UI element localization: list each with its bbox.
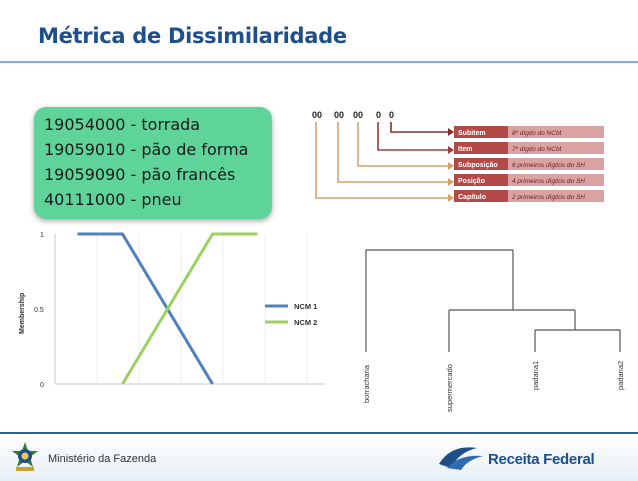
y-tick-1: 1 xyxy=(40,232,44,239)
brand-name: Receita Federal xyxy=(488,451,595,468)
level-name-subitem: Subitem xyxy=(458,130,486,137)
y-axis-label: Membership xyxy=(19,293,26,334)
level-desc-capitulo: 2 primeiros dígitos do SH xyxy=(511,194,585,201)
level-name-item: Item xyxy=(458,146,472,153)
level-name-subposicao: Subposição xyxy=(458,162,498,169)
dendrogram-link-root xyxy=(365,249,514,352)
legend-label-ncm1: NCM 1 xyxy=(294,302,317,311)
footer-bar xyxy=(0,432,638,481)
leaf-padaria2: padaria2 xyxy=(616,361,625,390)
y-tick-0-5: 0.5 xyxy=(34,307,44,314)
ncm-example-2: 19059010 - pão de forma xyxy=(44,140,249,159)
coat-of-arms-logo xyxy=(12,442,38,471)
level-desc-subposicao: 6 primeiros dígitos do SH xyxy=(512,162,585,169)
ncm-structure-diagram: 00 00 00 0 0 Subitem Item Subposição Pos… xyxy=(312,110,604,202)
level-desc-subitem: 8º dígito do NCM xyxy=(512,130,562,137)
leaf-supermercado: supermercado xyxy=(445,364,454,412)
level-name-posicao: Posição xyxy=(458,178,485,185)
digit-group-1: 00 xyxy=(312,110,322,120)
leaf-borracharia: borracharia xyxy=(362,364,371,403)
membership-chart: 0 0.5 1 Membership NCM 1 NCM 2 xyxy=(19,232,325,389)
bracket-posicao xyxy=(337,122,452,183)
ncm-example-3: 19059090 - pão francês xyxy=(44,165,236,184)
bracket-subitem xyxy=(390,122,452,133)
title-divider xyxy=(0,61,638,63)
ncm-example-1: 19054000 - torrada xyxy=(44,115,201,134)
legend-label-ncm2: NCM 2 xyxy=(294,318,317,327)
digit-group-5: 0 xyxy=(389,110,394,120)
dendrogram: borracharia supermercado padaria1 padari… xyxy=(362,249,625,412)
membership-legend: NCM 1 NCM 2 xyxy=(265,302,317,327)
dendrogram-link-padarias xyxy=(534,329,621,352)
receita-federal-logo xyxy=(439,447,483,470)
dendrogram-link-mid xyxy=(448,309,576,352)
leaf-padaria1: padaria1 xyxy=(531,361,540,390)
digit-group-2: 00 xyxy=(334,110,344,120)
level-desc-posicao: 4 primeiros dígitos do SH xyxy=(512,178,585,185)
series-line-ncm1 xyxy=(77,232,214,385)
ncm-examples-box: 19054000 - torrada 19059010 - pão de for… xyxy=(34,107,272,219)
digit-group-3: 00 xyxy=(353,110,363,120)
bracket-capitulo xyxy=(315,122,452,199)
bracket-subposicao xyxy=(357,122,452,167)
level-desc-item: 7º dígito do NCM xyxy=(512,146,562,153)
series-line-ncm2 xyxy=(121,232,258,385)
ministry-name: Ministério da Fazenda xyxy=(48,453,157,465)
slide-title: Métrica de Dissimilaridade xyxy=(38,24,347,48)
digit-group-4: 0 xyxy=(376,110,381,120)
bracket-item xyxy=(377,122,452,151)
membership-grid xyxy=(54,234,325,385)
level-name-capitulo: Capítulo xyxy=(458,194,486,201)
ncm-example-4: 40111000 - pneu xyxy=(44,190,182,209)
y-tick-0: 0 xyxy=(40,382,44,389)
